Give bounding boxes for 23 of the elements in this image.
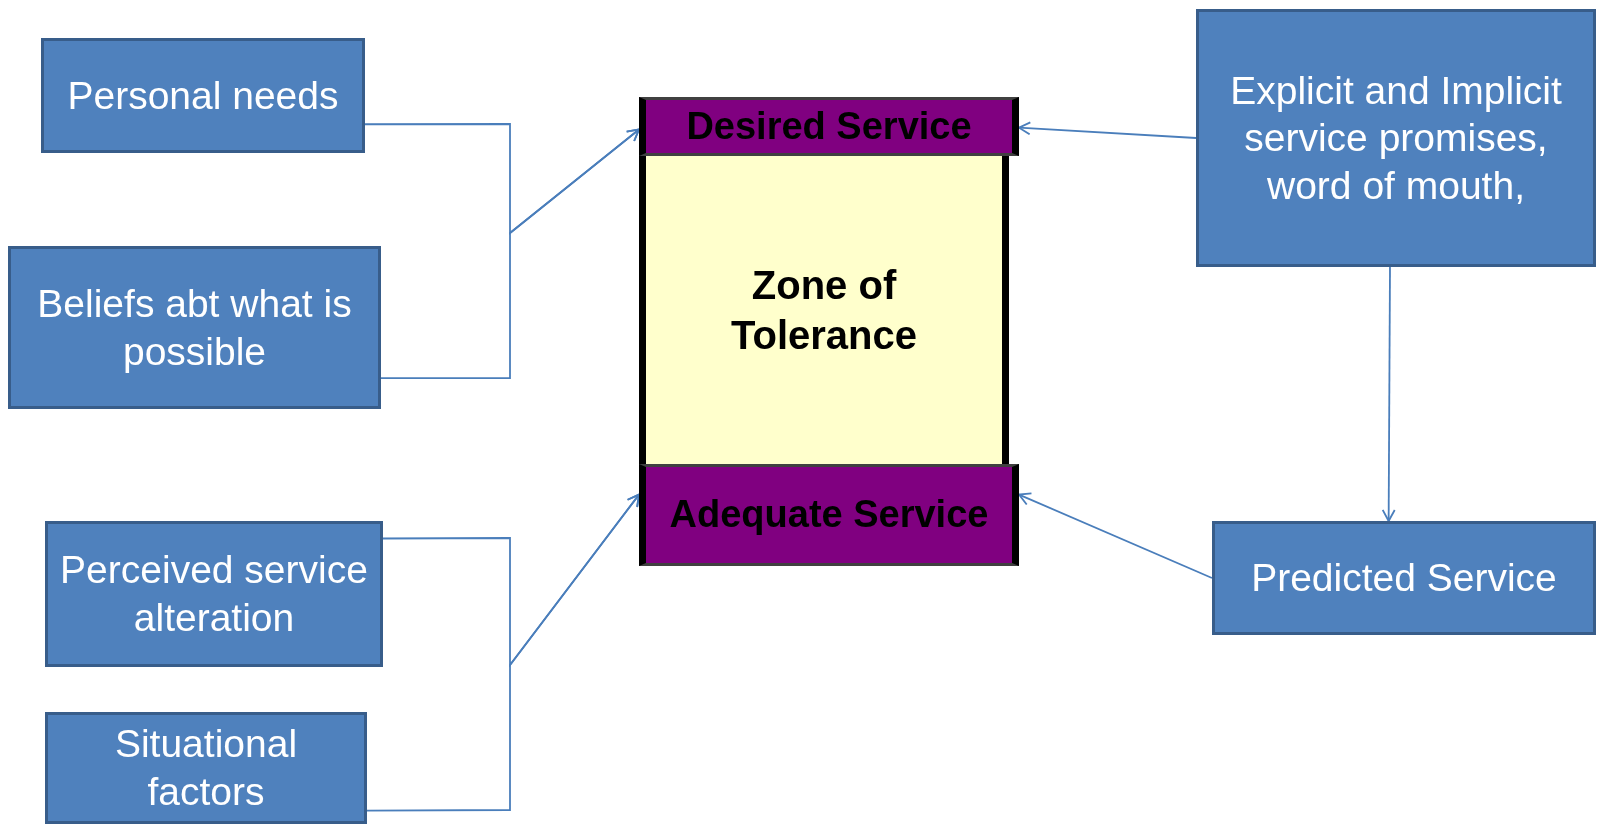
input-box — [45, 712, 367, 824]
node-label: Adequate Service — [669, 492, 989, 538]
arrow — [366, 493, 640, 812]
node-label: Desired Service — [686, 103, 972, 149]
node-label: Personal needs — [67, 72, 339, 119]
arrow — [1018, 492, 1213, 579]
tolerance-zone — [639, 156, 1009, 464]
node-label: Situational factors — [113, 721, 299, 815]
arrow — [1018, 121, 1197, 139]
input-box — [41, 38, 365, 153]
input-box — [45, 521, 383, 667]
node-label: Beliefs abt what is possible — [36, 280, 353, 375]
input-box — [1212, 521, 1596, 635]
input-box — [8, 246, 381, 409]
service-level-band — [639, 464, 1019, 566]
arrow — [380, 128, 640, 379]
node-label: Predicted Service — [1251, 555, 1557, 602]
service-level-band — [639, 97, 1019, 156]
input-box — [1196, 9, 1596, 267]
node-label: Perceived service alteration — [59, 547, 369, 641]
node-label: Zone of Tolerance — [730, 262, 918, 359]
node-label: Explicit and Implicit service promises, word of mouth, — [1229, 67, 1563, 209]
arrow — [1381, 266, 1396, 522]
